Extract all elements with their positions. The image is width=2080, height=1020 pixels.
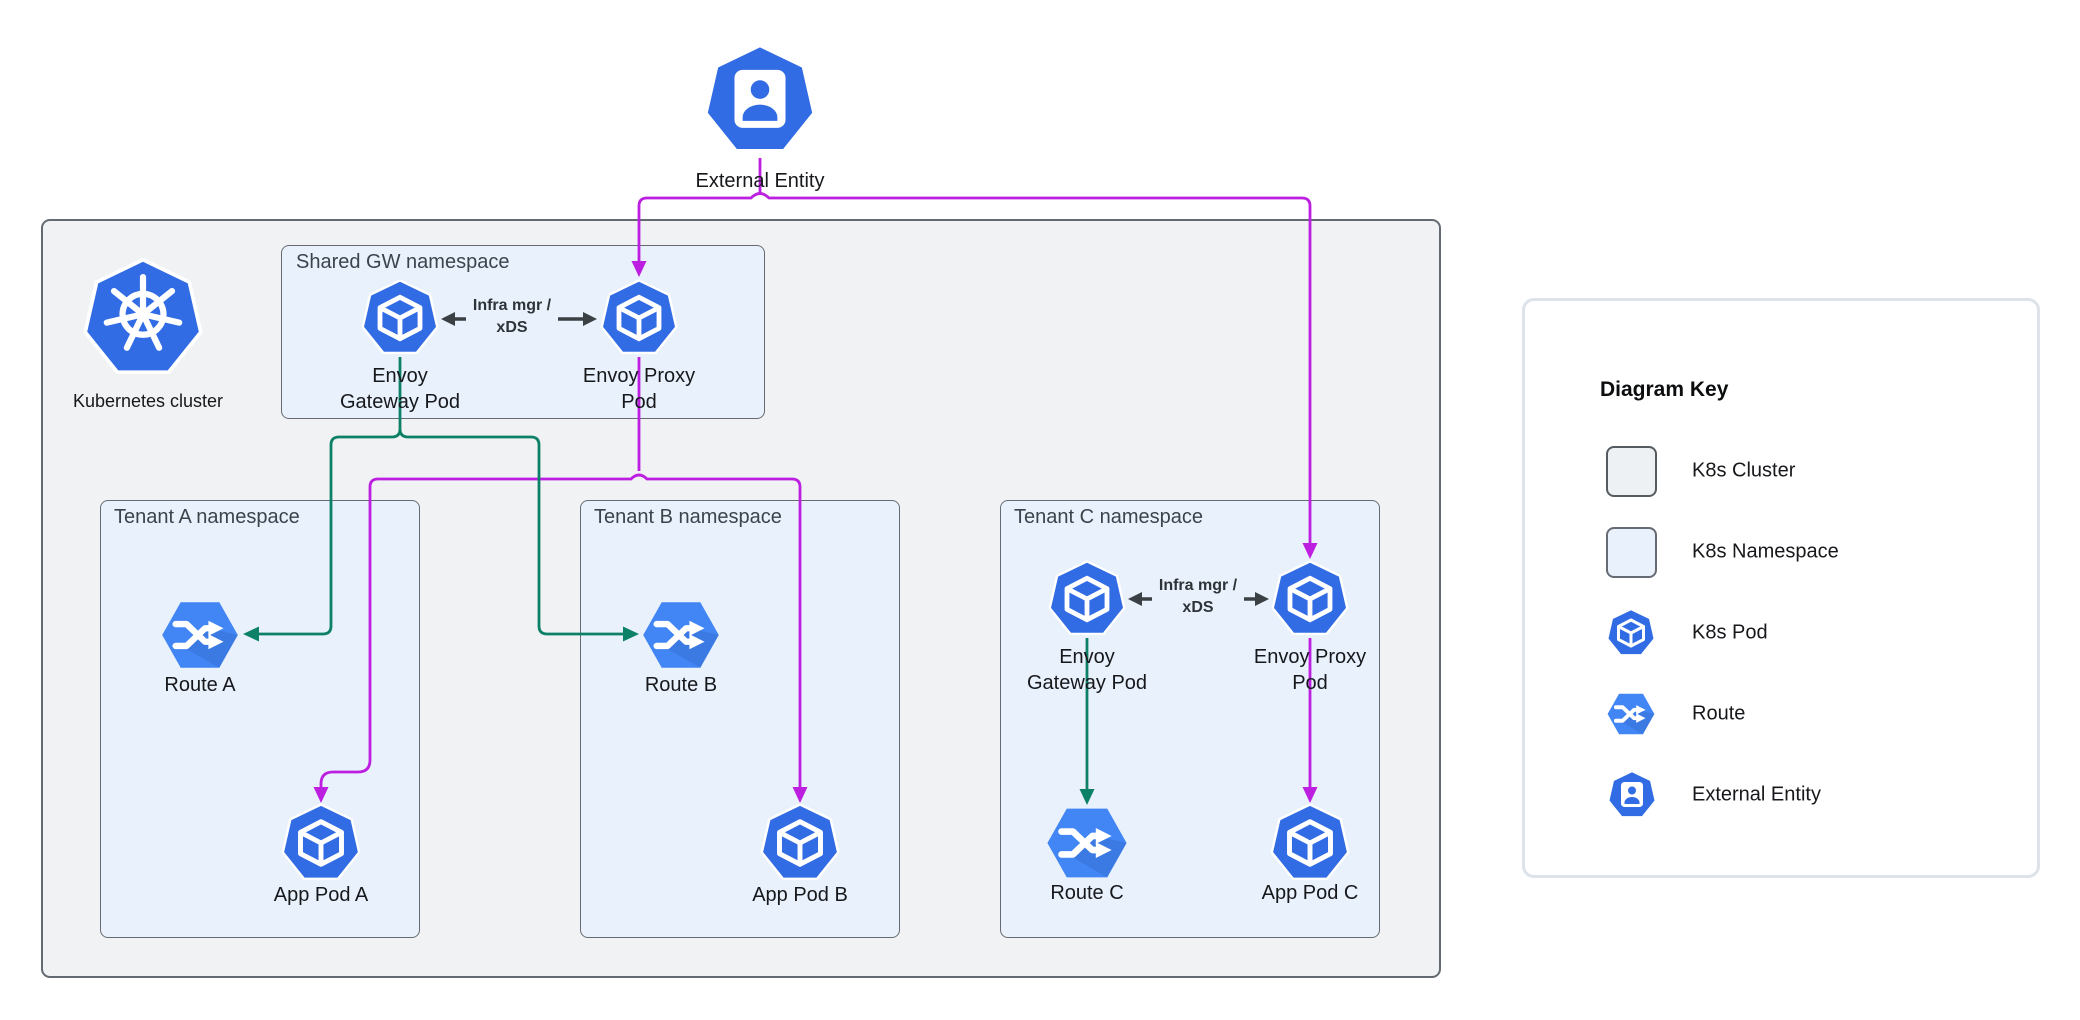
route-c-label: Route C	[1050, 882, 1124, 904]
shared-gw-namespace-title: Shared GW namespace	[296, 251, 510, 273]
diagram-key-panel	[1522, 298, 2040, 878]
app-pod-a-label: App Pod A	[273, 884, 369, 906]
infra-mgr-xds-label-line1: Infra mgr /	[472, 297, 552, 314]
tenant-b-namespace-box	[580, 500, 900, 938]
key-label-k8s-pod: K8s Pod	[1692, 621, 1768, 644]
route-a-label: Route A	[164, 674, 236, 696]
key-external-entity-icon	[1607, 770, 1657, 820]
tenant-c-infra-mgr-xds-label: Infra mgr / xDS	[1159, 575, 1237, 619]
envoy-proxy-pod-label-line1: Envoy Proxy	[582, 365, 696, 387]
k8s-cluster-swatch	[1606, 446, 1657, 497]
tenant-c-envoy-gateway-pod-label-line2: Gateway Pod	[1026, 672, 1148, 694]
kubernetes-logo-icon	[81, 256, 205, 380]
envoy-gateway-pod-label: Envoy Gateway Pod	[340, 363, 460, 415]
key-label-k8s-namespace: K8s Namespace	[1692, 540, 1839, 563]
app-pod-c-icon	[1269, 802, 1351, 884]
tenant-c-envoy-proxy-pod-label: Envoy Proxy Pod	[1254, 644, 1366, 696]
kubernetes-cluster-label: Kubernetes cluster	[72, 391, 224, 411]
tenant-c-envoy-proxy-pod-label-line1: Envoy Proxy	[1253, 646, 1367, 668]
tenant-c-envoy-gateway-pod-icon	[1047, 559, 1127, 639]
external-entity-label: External Entity	[695, 170, 825, 192]
envoy-proxy-pod-icon	[599, 278, 679, 358]
tenant-c-infra-mgr-xds-label-line1: Infra mgr /	[1158, 577, 1238, 594]
k8s-namespace-swatch	[1606, 527, 1657, 578]
app-pod-a-icon	[280, 802, 362, 884]
key-label-external-entity: External Entity	[1692, 783, 1821, 806]
envoy-proxy-pod-label-line2: Pod	[621, 391, 657, 413]
app-pod-b-icon	[759, 802, 841, 884]
key-k8s-pod-icon	[1606, 608, 1656, 658]
key-label-route: Route	[1692, 702, 1746, 725]
envoy-gateway-pod-label-line1: Envoy	[372, 365, 428, 387]
shared-gw-namespace-box	[281, 245, 765, 419]
app-pod-c-label: App Pod C	[1261, 882, 1359, 904]
tenant-b-namespace-title: Tenant B namespace	[594, 506, 782, 528]
infra-mgr-xds-label: Infra mgr / xDS	[473, 295, 551, 339]
tenant-c-infra-mgr-xds-label-line2: xDS	[1182, 599, 1214, 616]
key-label-k8s-cluster: K8s Cluster	[1692, 459, 1796, 482]
envoy-gateway-pod-icon	[360, 278, 440, 358]
route-b-label: Route B	[644, 674, 718, 696]
diagram-key-title: Diagram Key	[1600, 378, 1729, 401]
tenant-a-namespace-title: Tenant A namespace	[114, 506, 300, 528]
tenant-a-namespace-box	[100, 500, 420, 938]
tenant-c-envoy-proxy-pod-icon	[1270, 559, 1350, 639]
tenant-c-envoy-proxy-pod-label-line2: Pod	[1292, 672, 1328, 694]
envoy-proxy-pod-label: Envoy Proxy Pod	[583, 363, 695, 415]
route-a-icon	[158, 598, 242, 672]
route-c-icon	[1043, 804, 1131, 882]
key-route-icon	[1605, 691, 1657, 737]
infra-mgr-xds-label-line2: xDS	[496, 319, 528, 336]
tenant-c-namespace-title: Tenant C namespace	[1014, 506, 1204, 528]
app-pod-b-label: App Pod B	[752, 884, 848, 906]
tenant-c-envoy-gateway-pod-label-line1: Envoy	[1059, 646, 1115, 668]
tenant-c-envoy-gateway-pod-label: Envoy Gateway Pod	[1027, 644, 1147, 696]
external-entity-icon	[702, 42, 818, 158]
route-b-icon	[639, 598, 723, 672]
envoy-gateway-pod-label-line2: Gateway Pod	[339, 391, 461, 413]
